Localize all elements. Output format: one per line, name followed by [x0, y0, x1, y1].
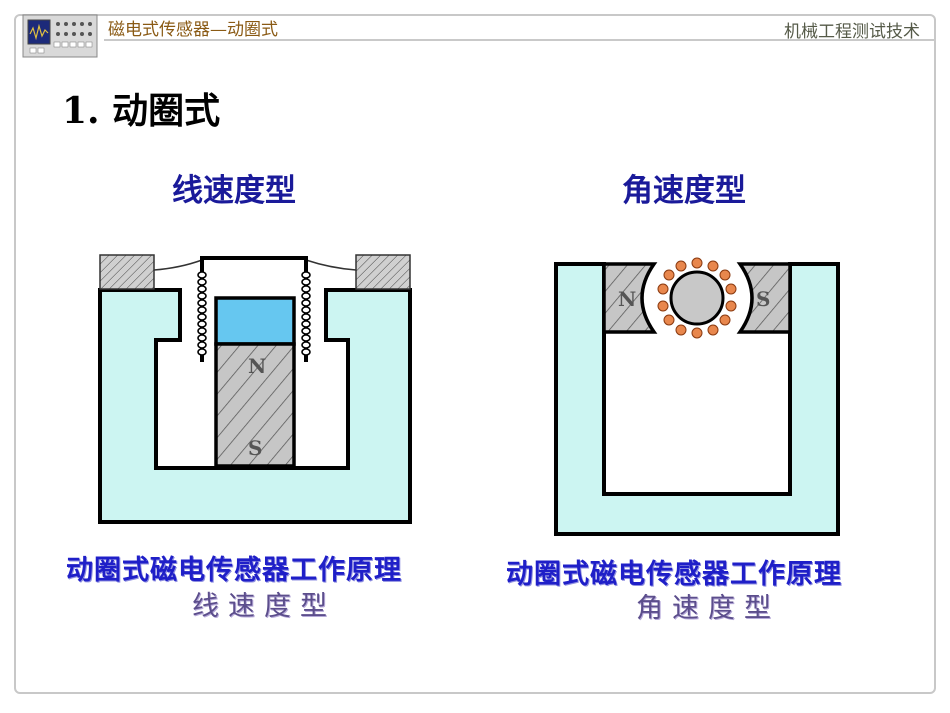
- iron-core: [98, 288, 412, 524]
- right-subtitle: 角速度型: [622, 173, 746, 209]
- magnet-top: [214, 296, 296, 346]
- instrument-panel-icon: [22, 14, 98, 58]
- pole-s-label: S: [248, 436, 262, 460]
- rotor-coil-core: [669, 270, 725, 326]
- right-caption-title: 动圈式磁电传感器工作原理: [506, 559, 842, 590]
- pole-n-label: N: [618, 287, 636, 311]
- right-spring: [305, 259, 357, 271]
- left-caption-type: 线速度型: [192, 591, 336, 622]
- pole-s-label: S: [756, 287, 770, 311]
- left-caption-title: 动圈式磁电传感器工作原理: [66, 555, 402, 586]
- pole-n: [602, 262, 658, 334]
- pole-s: [736, 262, 792, 334]
- pole-n-label: N: [248, 354, 266, 378]
- linear-velocity-diagram: N S: [98, 254, 412, 524]
- left-subtitle: 线速度型: [172, 173, 296, 209]
- left-pad: [99, 254, 155, 290]
- header-divider: [104, 39, 936, 41]
- header-topic-title: 磁电式传感器—动圈式: [108, 20, 278, 40]
- angular-velocity-diagram: N S: [554, 257, 840, 536]
- slide-title: 1. 动圈式: [62, 90, 221, 132]
- right-caption-type: 角速度型: [636, 593, 780, 624]
- permanent-magnet: [214, 342, 296, 468]
- slide-frame: [14, 14, 936, 694]
- coil-winding: [197, 271, 311, 356]
- header-course-title: 机械工程测试技术: [784, 22, 920, 42]
- right-pad: [355, 254, 411, 290]
- coil-turns: [657, 257, 737, 339]
- left-spring: [153, 259, 203, 271]
